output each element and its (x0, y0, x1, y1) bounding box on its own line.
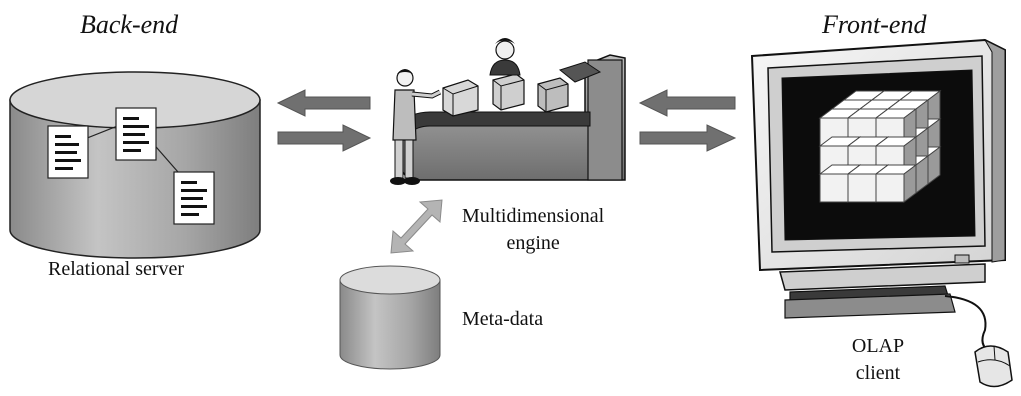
engine-label: Multidimensional engine (462, 203, 604, 257)
olap-client-line2: client (855, 362, 901, 384)
relational-server-cylinder (9, 71, 261, 259)
arrow-right-icon (277, 124, 372, 152)
arrow-left-icon (276, 89, 371, 117)
engine-label-line2: engine (506, 232, 560, 254)
relational-server-label: Relational server (48, 258, 185, 280)
olap-client-label: OLAP client (848, 333, 908, 387)
metadata-label: Meta-data (462, 308, 544, 330)
arrow-left-icon (638, 89, 736, 117)
engine-label-line1: Multidimensional (462, 205, 605, 227)
box-icon (442, 79, 479, 117)
box-icon (537, 77, 569, 113)
frontend-title: Front-end (822, 10, 927, 39)
cube-cell (874, 164, 918, 203)
olap-client-line1: OLAP (851, 335, 905, 357)
person-icon (390, 69, 442, 185)
document-icon (173, 171, 215, 225)
mouse-icon (944, 295, 1013, 388)
double-arrow-icon (390, 199, 443, 254)
document-icon (47, 125, 89, 179)
olap-cube-icon (818, 90, 942, 203)
worker-icon (489, 38, 521, 76)
arrow-right-icon (639, 124, 737, 152)
document-icon (115, 107, 157, 161)
metadata-cylinder (339, 265, 441, 370)
multidimensional-engine-icon (390, 38, 626, 185)
box-icon (492, 73, 525, 111)
backend-title: Back-end (80, 10, 179, 39)
